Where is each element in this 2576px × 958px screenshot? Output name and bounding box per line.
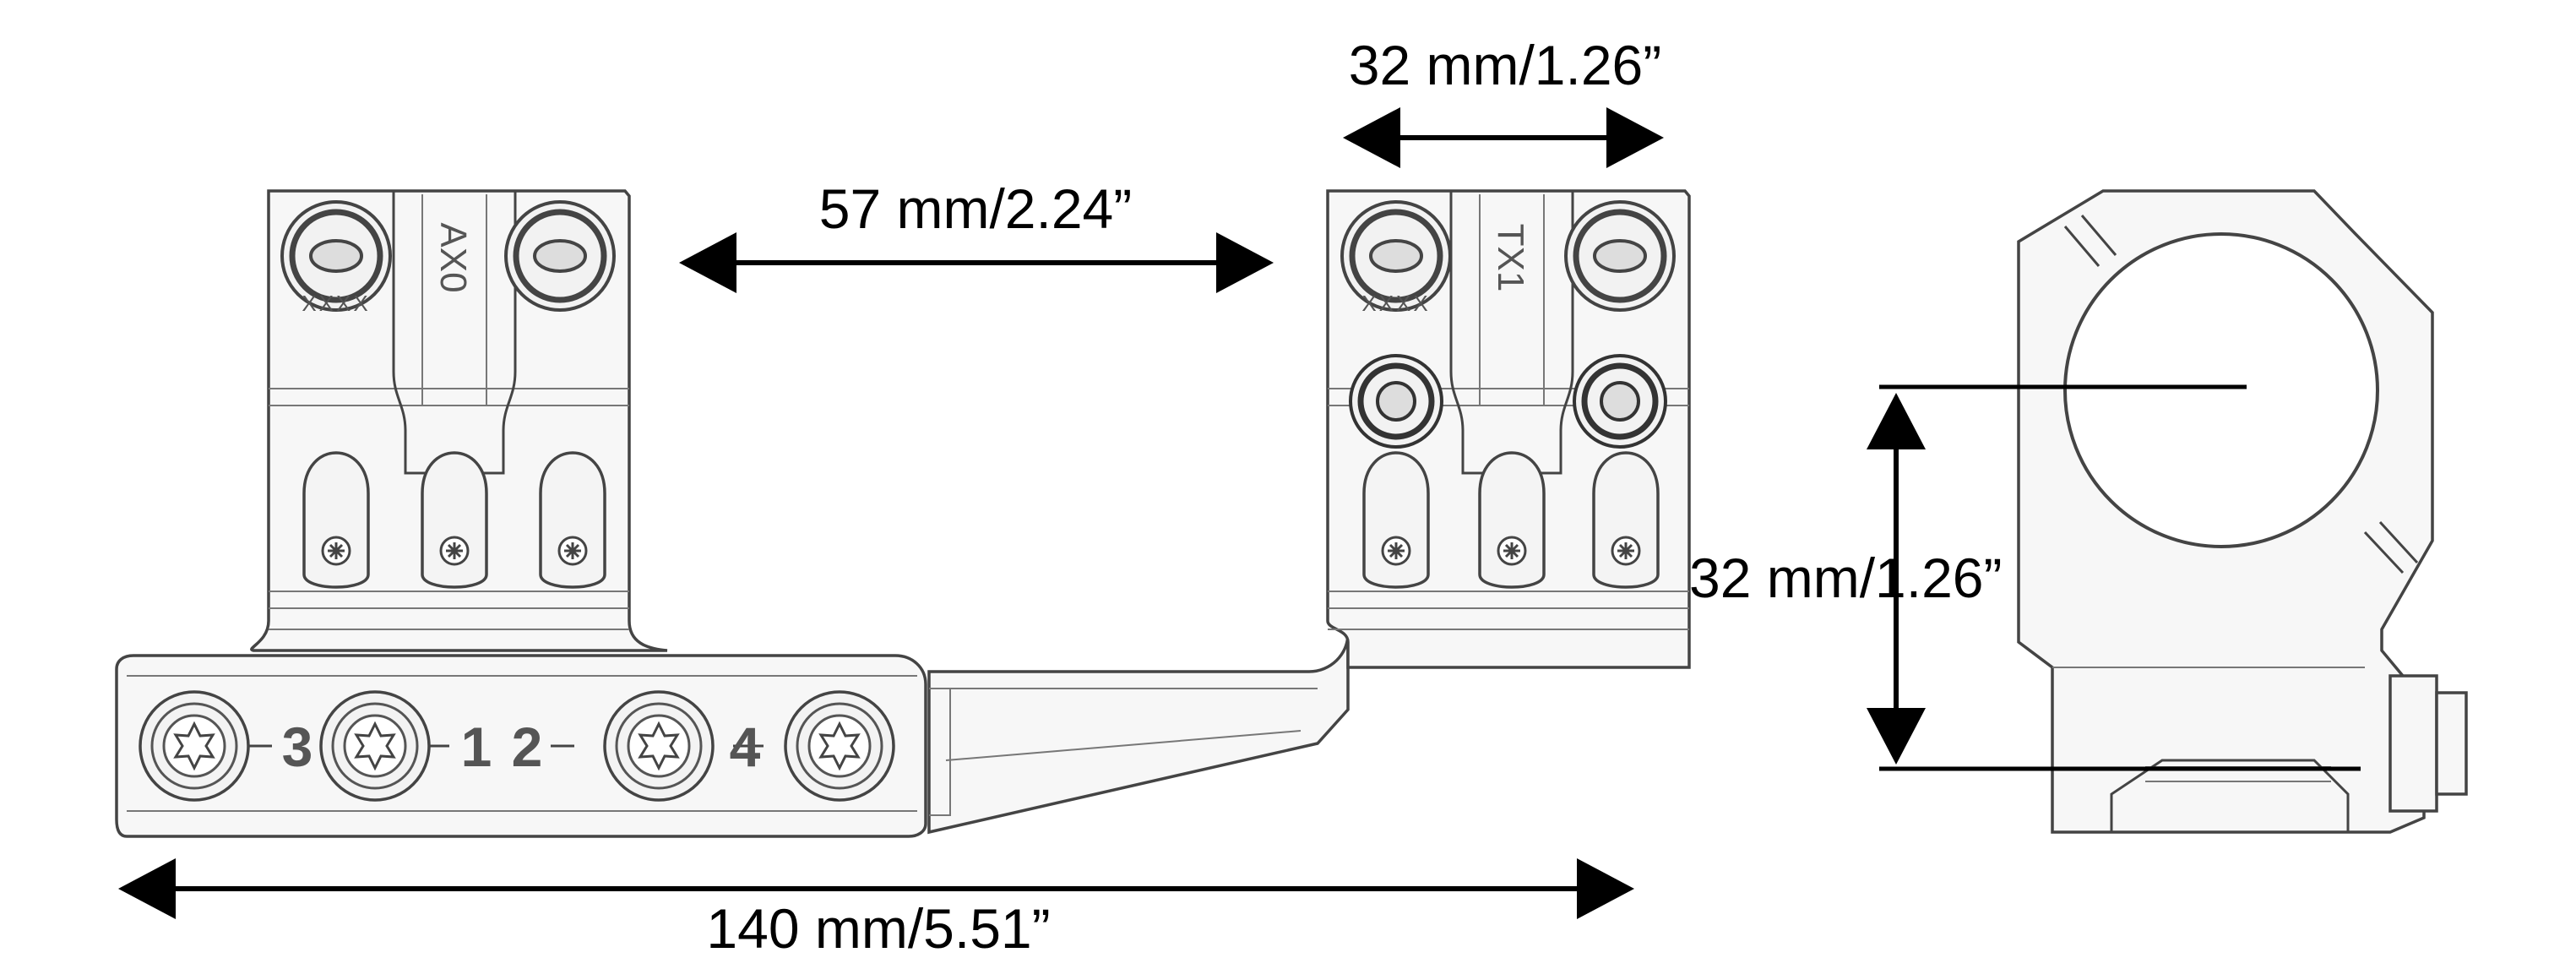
- right-ring-label: TX1: [1490, 224, 1531, 292]
- arrow-left-icon: [679, 232, 736, 293]
- center-height-label: 32 mm/1.26”: [1689, 547, 2002, 609]
- left-ring-label: AX0: [432, 222, 474, 292]
- base-screw-label-1: 1: [461, 716, 492, 778]
- right-ring-code: XXXX: [1361, 291, 1430, 316]
- arrow-down-icon: [1867, 708, 1926, 765]
- arrow-up-icon: [1867, 393, 1926, 449]
- total-length-label: 140 mm/5.51”: [706, 897, 1050, 958]
- slot-screw: [421, 451, 488, 589]
- ring-cap-screw-right-4: [1574, 356, 1666, 447]
- arrow-left-icon: [118, 858, 176, 919]
- ring-width-label: 32 mm/1.26”: [1349, 34, 1661, 96]
- left-ring-code: XXXX: [302, 291, 370, 316]
- arrow-right-icon: [1216, 232, 1274, 293]
- base-screw-label-2: 2: [512, 716, 543, 778]
- mount-front-view: XXXX XXXX AX0 TX1 3 1 2 4: [115, 189, 1691, 838]
- center-height-dimension: 32 mm/1.26”: [1689, 384, 2361, 771]
- slot-screw: [302, 451, 370, 589]
- mount-side-view: [2017, 189, 2468, 834]
- ring-spacing-dimension: 57 mm/2.24”: [679, 177, 1274, 293]
- slot-screw: [1478, 451, 1546, 589]
- ring-spacing-label: 57 mm/2.24”: [819, 177, 1132, 240]
- base-screw-2: [603, 690, 715, 802]
- arrow-left-icon: [1343, 107, 1400, 168]
- ring-cap-screw-left-2: [506, 202, 614, 310]
- slot-screw: [1362, 451, 1430, 589]
- slot-screw: [1592, 451, 1660, 589]
- base-screw-3: [139, 690, 250, 802]
- slot-screw: [539, 451, 606, 589]
- base-screw-4: [784, 690, 895, 802]
- arrow-right-icon: [1577, 858, 1634, 919]
- ring-cap-screw-right-2: [1566, 202, 1674, 310]
- total-length-dimension: 140 mm/5.51”: [118, 858, 1634, 958]
- ring-cap-screw-right-3: [1350, 356, 1442, 447]
- arrow-right-icon: [1606, 107, 1664, 168]
- ring-width-dimension: 32 mm/1.26”: [1343, 34, 1664, 168]
- base-screw-label-3: 3: [282, 716, 313, 778]
- base-screw-label-4: 4: [730, 716, 761, 778]
- base-screw-1: [319, 690, 431, 802]
